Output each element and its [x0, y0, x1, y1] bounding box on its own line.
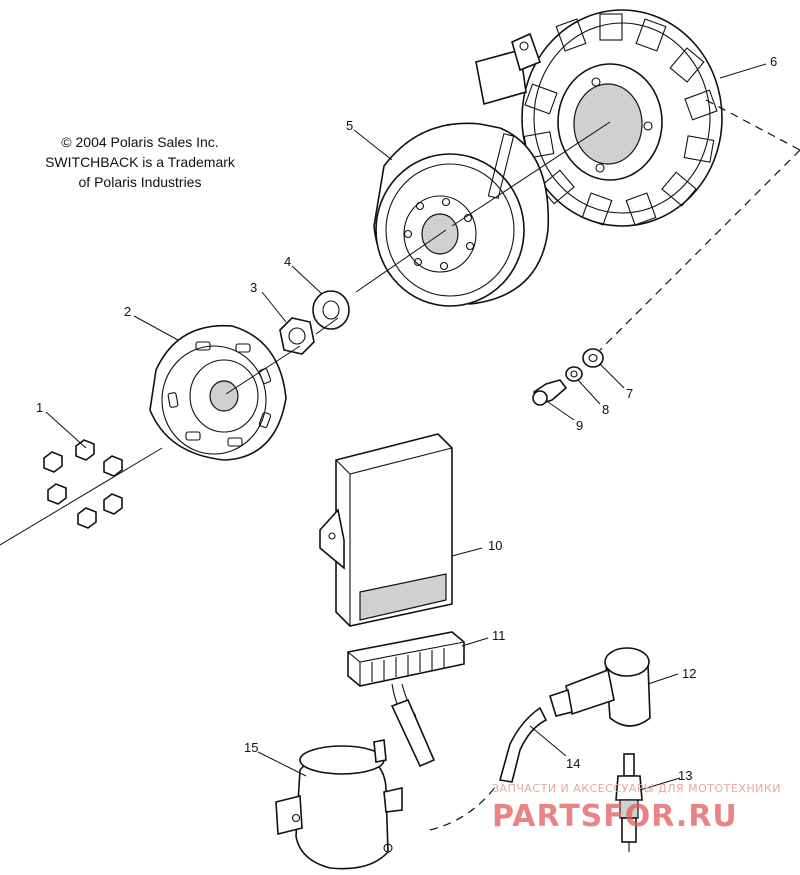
callout-5: 5 [346, 118, 353, 133]
callout-15: 15 [244, 740, 258, 755]
copyright-notice: © 2004 Polaris Sales Inc. SWITCHBACK is … [20, 132, 260, 192]
part-flywheel[interactable] [373, 122, 550, 307]
watermark-tagline: ЗАПЧАСТИ И АКСЕССУАРЫ ДЛЯ МОТОТЕХНИКИ [492, 782, 781, 795]
part-flat-washer[interactable] [582, 348, 604, 368]
callout-3: 3 [250, 280, 257, 295]
part-ignition-coil[interactable] [275, 739, 403, 870]
part-lock-washer[interactable] [565, 366, 583, 382]
callout-4: 4 [284, 254, 291, 269]
watermark: ЗАПЧАСТИ И АКСЕССУАРЫ ДЛЯ МОТОТЕХНИКИ PA… [492, 782, 781, 834]
callout-1: 1 [36, 400, 43, 415]
callout-9: 9 [576, 418, 583, 433]
copyright-line-3: of Polaris Industries [78, 174, 202, 190]
callout-10: 10 [488, 538, 502, 553]
part-cdi-module[interactable] [319, 433, 453, 627]
callout-14: 14 [566, 756, 580, 771]
callout-8: 8 [602, 402, 609, 417]
callout-13: 13 [678, 768, 692, 783]
callout-6: 6 [770, 54, 777, 69]
callout-11: 11 [492, 628, 506, 643]
callout-leaders [45, 63, 767, 791]
part-stator[interactable] [475, 9, 723, 227]
part-connector[interactable] [347, 631, 465, 768]
part-spark-plug[interactable] [615, 753, 643, 852]
copyright-line-1: © 2004 Polaris Sales Inc. [61, 134, 219, 150]
part-ht-lead[interactable] [498, 706, 548, 783]
callout-12: 12 [682, 666, 696, 681]
callout-numbers: 1 2 3 4 5 6 7 8 9 10 11 12 13 14 15 [36, 54, 777, 783]
part-washer[interactable] [312, 290, 350, 330]
callout-2: 2 [124, 304, 131, 319]
part-spark-plug-cap[interactable] [549, 647, 651, 727]
part-screw[interactable] [532, 379, 568, 406]
part-hex-nut[interactable] [279, 317, 315, 355]
callout-7: 7 [626, 386, 633, 401]
watermark-brand: PARTSFOR.RU [492, 799, 738, 834]
part-bolts[interactable] [43, 439, 123, 529]
part-starter-cup[interactable] [149, 324, 287, 461]
assembly-lines [0, 99, 800, 831]
copyright-line-2: SWITCHBACK is a Trademark [45, 154, 235, 170]
